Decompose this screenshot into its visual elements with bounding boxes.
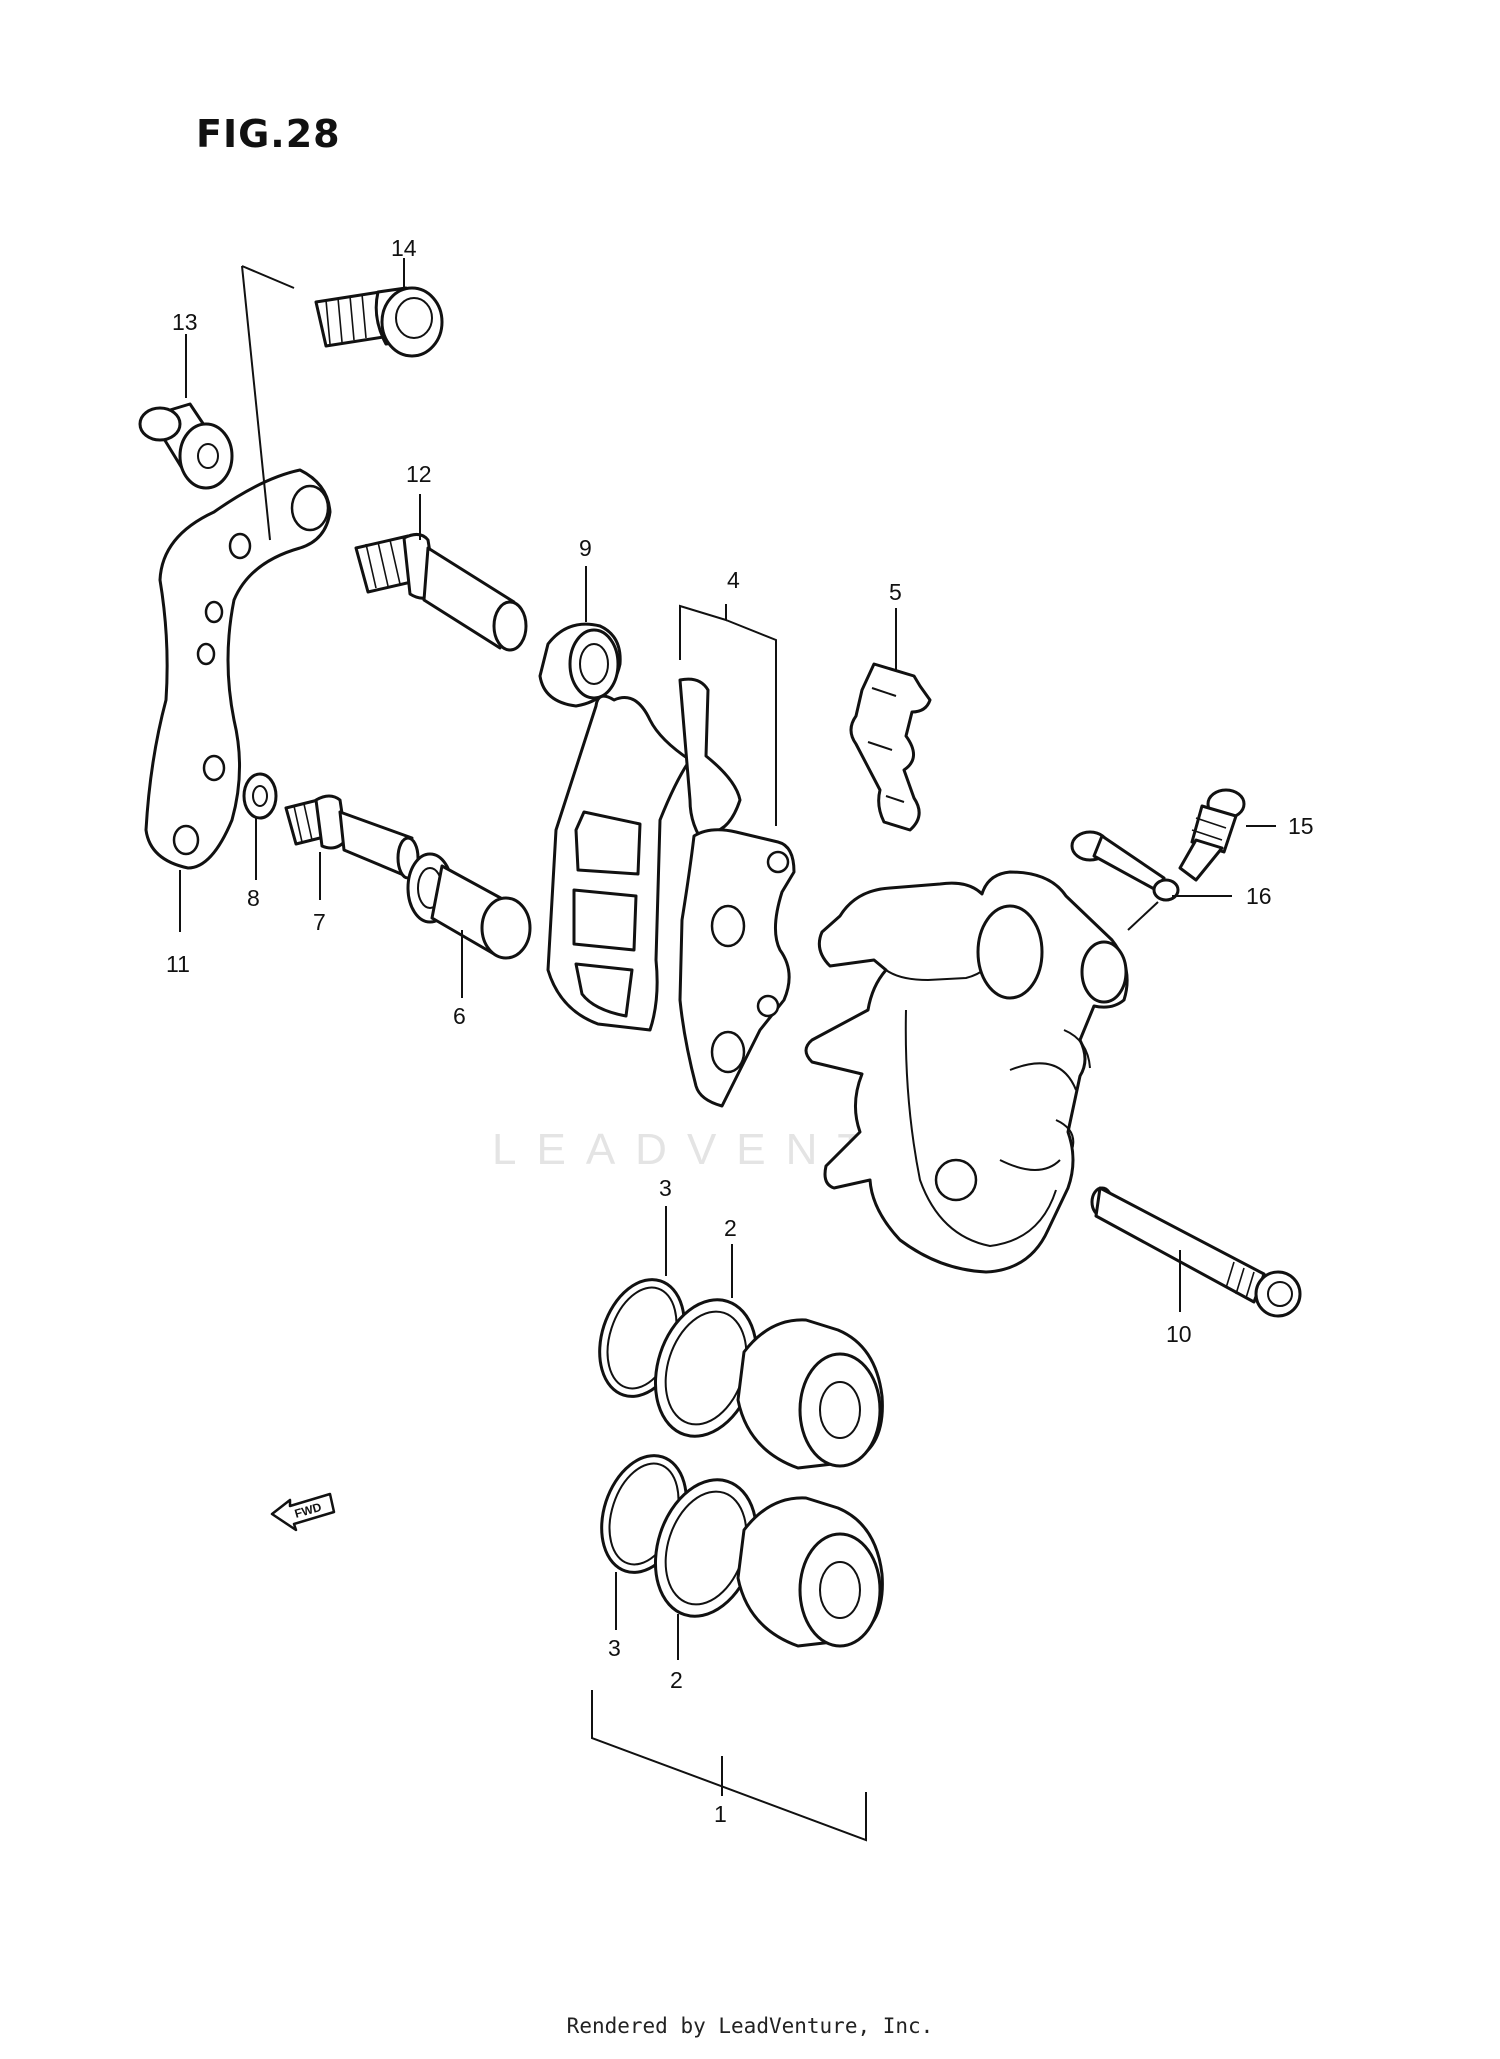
- callout-15: 16: [1246, 883, 1272, 909]
- part-10-slide-pin[interactable]: [354, 533, 528, 652]
- part-11-collar[interactable]: [138, 402, 234, 490]
- callout-12: 10: [1166, 1321, 1192, 1347]
- part-12-bolt[interactable]: [1090, 1186, 1302, 1318]
- part-16-bolt[interactable]: [314, 286, 444, 358]
- part-9-boot[interactable]: [538, 622, 622, 708]
- part-8-washer[interactable]: [242, 772, 278, 820]
- callout-5: 5: [889, 579, 902, 605]
- callout-14: 15: [1288, 813, 1314, 839]
- part-5-pad-spring[interactable]: [849, 662, 932, 832]
- callout-3-lower: 3: [608, 1635, 621, 1661]
- part-7-pin[interactable]: [284, 794, 420, 880]
- callout-10: 12: [406, 461, 432, 487]
- callout-2-lower: 2: [670, 1667, 683, 1693]
- part-15-cap[interactable]: [1070, 830, 1180, 902]
- callout-labels: 14 13 12 9 4 5 15 16 11 8 7 6 10 3 2 3 2…: [166, 235, 1314, 1827]
- leader-lines: [179, 258, 1276, 1842]
- callout-4: 4: [727, 567, 740, 593]
- callout-6: 6: [453, 1003, 466, 1029]
- callout-7: 7: [313, 909, 326, 935]
- callout-11: 13: [172, 309, 198, 335]
- render-credit: Rendered by LeadVenture, Inc.: [566, 2014, 934, 2038]
- part-4-brake-pads[interactable]: [546, 677, 796, 1108]
- callout-2-upper: 2: [724, 1215, 737, 1241]
- part-6-slide-pin[interactable]: [406, 852, 532, 960]
- callout-8: 8: [247, 885, 260, 911]
- part-13-bracket[interactable]: [144, 468, 332, 870]
- piston-upper[interactable]: [736, 1318, 884, 1470]
- callout-3-upper: 3: [659, 1175, 672, 1201]
- fwd-arrow-icon: FWD: [270, 1492, 336, 1532]
- callout-9: 9: [579, 535, 592, 561]
- part-14-bleeder[interactable]: [1178, 788, 1246, 882]
- callout-1: 1: [714, 1801, 727, 1827]
- callout-16: 14: [391, 235, 417, 261]
- caliper-body[interactable]: [804, 870, 1129, 1274]
- callout-13: 11: [166, 951, 190, 977]
- figure-title: FIG.28: [196, 112, 341, 156]
- piston-lower[interactable]: [736, 1496, 884, 1648]
